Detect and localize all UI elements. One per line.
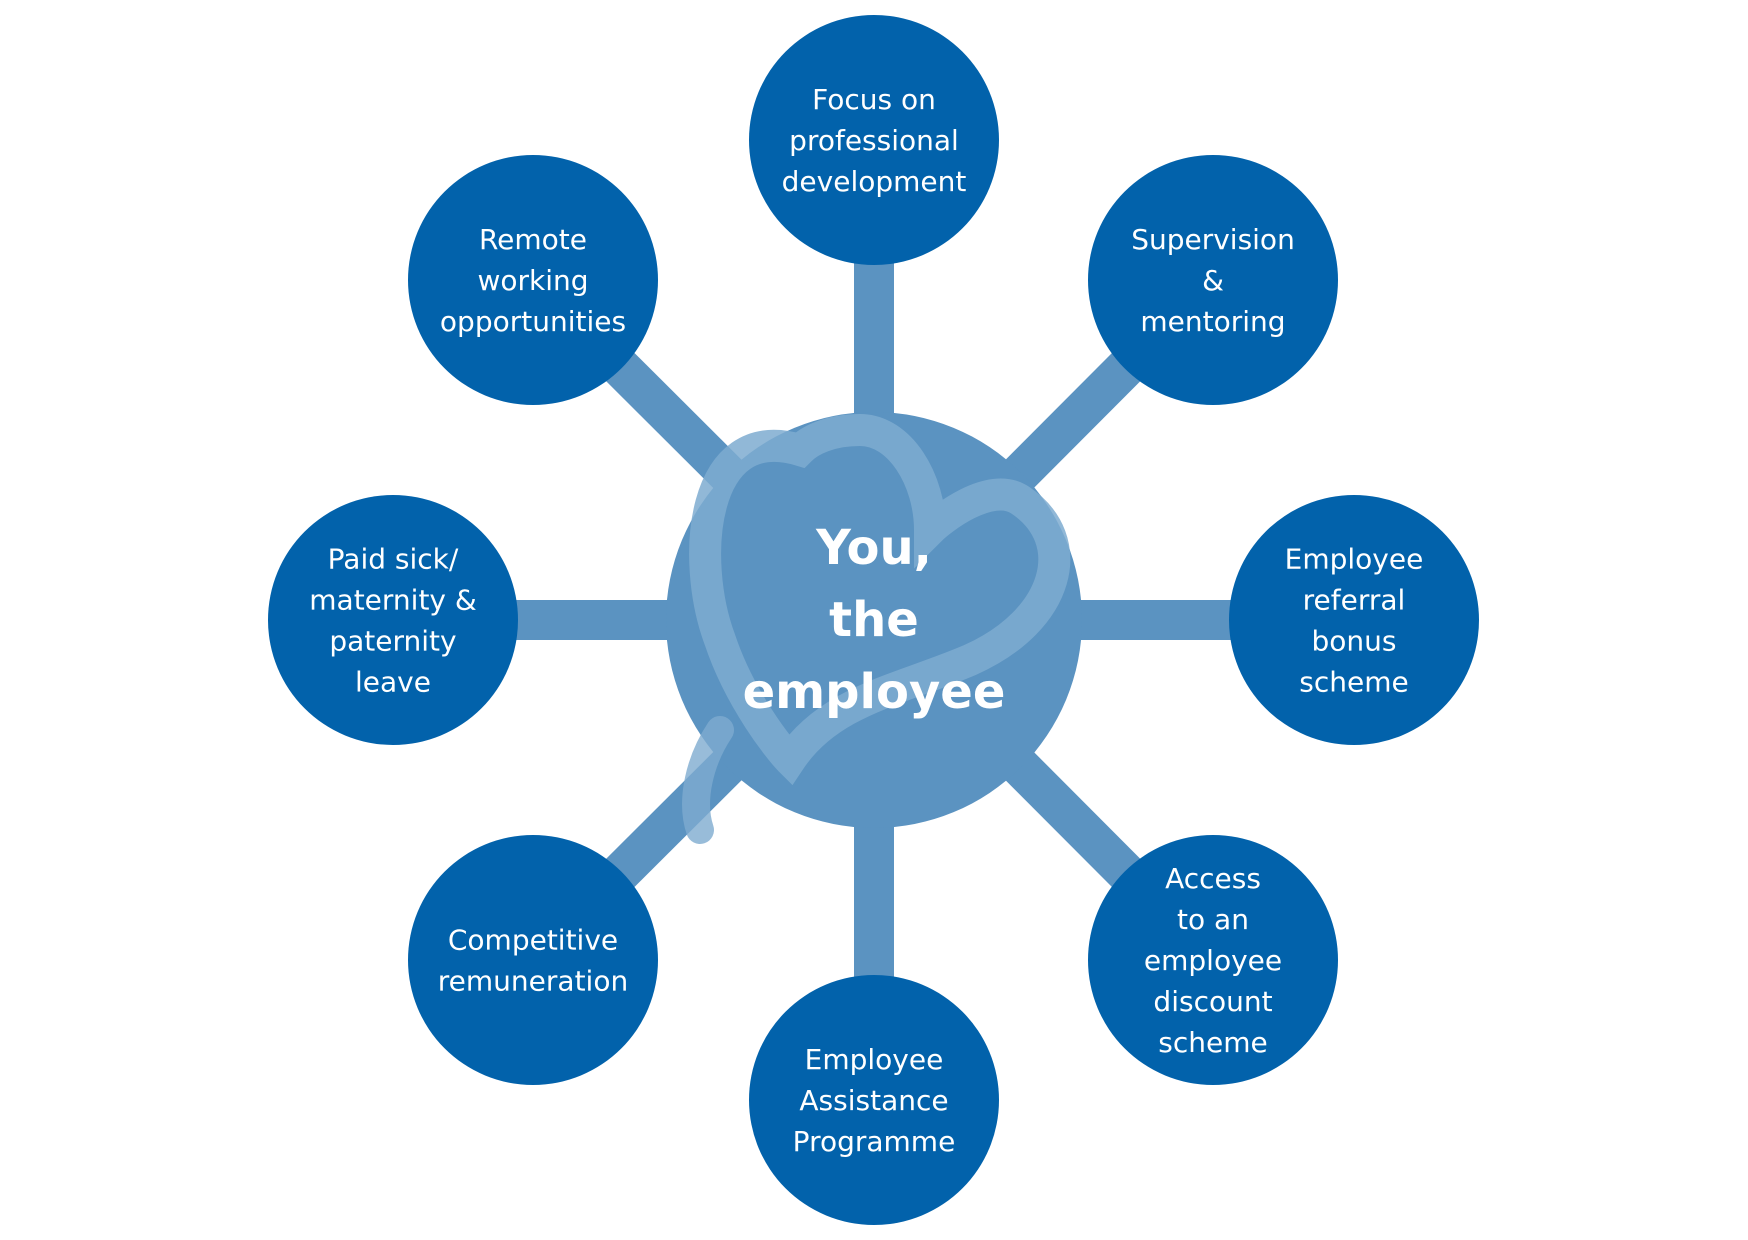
node-label-line: Assistance [799,1084,948,1117]
node-label-line: professional [789,124,959,157]
node-professional-development: Focus on professional development [749,15,999,265]
node-paid-leave: Paid sick/maternity & paternity leave [268,495,518,745]
node-circle [408,155,658,405]
node-label-line: referral [1303,584,1406,617]
node-label-line: & [1202,264,1224,297]
node-label-line: Employee [1285,543,1424,576]
node-label-line: Focus on [812,83,936,116]
node-label-line: development [782,165,967,198]
node-discount-scheme: Access to an employee discount scheme [1088,835,1338,1085]
node-circle [268,495,518,745]
node-label-line: to an [1177,903,1249,936]
node-label-line: scheme [1158,1026,1267,1059]
node-label-line: working [477,264,588,297]
node-label-line: maternity & [309,584,476,617]
node-label-line: scheme [1299,666,1408,699]
node-remote-working: Remote working opportunities [408,155,658,405]
node-label-line: Competitive [448,924,618,957]
node-label-line: Paid sick/ [328,543,459,576]
node-label-line: leave [355,666,431,699]
node-label-line: Remote [479,223,587,256]
node-supervision-mentoring: Supervision & mentoring [1088,155,1338,405]
node-referral-bonus: Employee referral bonus scheme [1229,495,1479,745]
node-circle [1088,835,1338,1085]
benefit-nodes: Focus onprofessionaldevelopmentSupervisi… [268,15,1479,1225]
node-label-line: Programme [793,1125,956,1158]
hub-label-line: employee [743,664,1006,720]
node-label-line: opportunities [440,305,626,338]
node-competitive-remuneration: Competitive remuneration [408,835,658,1085]
hub-swirl-decoration [689,413,1071,786]
node-circle [749,975,999,1225]
node-label-line: bonus [1312,625,1397,658]
node-circle [749,15,999,265]
node-label-line: discount [1153,985,1272,1018]
node-label-line: Supervision [1131,223,1295,256]
node-circle [408,835,658,1085]
node-circle [1088,155,1338,405]
hub-swirl-tail [682,716,734,844]
node-label-line: employee [1144,944,1282,977]
node-label-line: paternity [329,625,456,658]
node-circle [1229,495,1479,745]
node-label-line: remuneration [438,965,628,998]
hub-label-line: You, [815,520,932,576]
hub: You, the employee [666,412,1082,844]
node-label-line: mentoring [1140,305,1285,338]
node-label-line: Employee [805,1043,944,1076]
node-label-line: Access [1165,862,1261,895]
hub-label-line: the [829,592,919,648]
